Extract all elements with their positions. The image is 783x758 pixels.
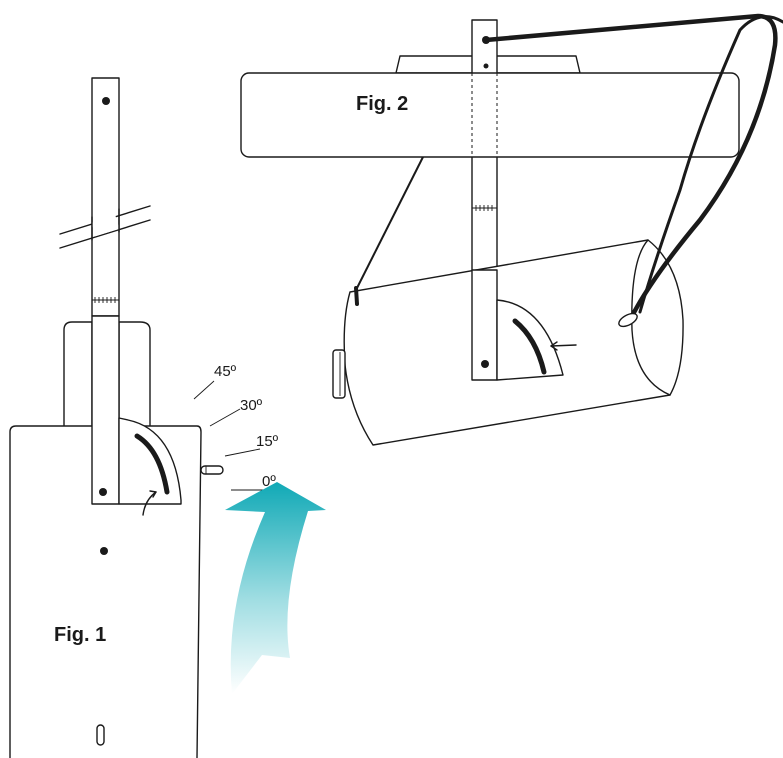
fig2-side-knob — [332, 349, 346, 399]
fig2-label: Fig. 2 — [356, 93, 408, 115]
fig2-safety-wire — [355, 156, 424, 291]
tilt-direction-arrow — [225, 482, 326, 694]
fig2-power-cable — [483, 13, 778, 323]
fig1-rod-top-hole — [102, 97, 110, 105]
fig1-tilt-slot — [134, 433, 170, 495]
angle-label-30: 30º — [240, 397, 263, 414]
angle-label-15: 15º — [256, 433, 279, 450]
fig2-cable-gland — [618, 312, 638, 328]
fig1-side-knob — [200, 465, 224, 475]
fig1-cable — [59, 205, 151, 249]
angle-tick-45 — [193, 380, 215, 400]
angle-tick-15 — [224, 448, 261, 457]
fig2-safety-wire-end — [354, 286, 359, 306]
fig1-pointer — [142, 491, 157, 516]
fig2-spot-front-rim — [631, 239, 671, 396]
fig2-power-cable-back — [638, 15, 783, 314]
angle-label-45: 45º — [214, 363, 237, 380]
fig1-rod-upper — [91, 77, 120, 317]
fig2-rod-scale-ticks — [472, 205, 497, 211]
fig2-pointer — [550, 344, 577, 347]
angle-tick-30 — [209, 408, 241, 427]
fig2-label-plate — [240, 72, 740, 158]
angle-scale: 45º 30º 15º 0º — [193, 363, 286, 491]
fig1-rod-scale-ticks — [92, 297, 119, 303]
fig2-rod-mid-hole — [483, 63, 489, 69]
fig1-body-hole — [100, 547, 108, 555]
fig2-tilt-slot — [512, 318, 547, 375]
fig1-body-slot — [96, 724, 105, 746]
fig2-rod-bottom-hole — [481, 360, 489, 368]
fig1-rod-lower — [91, 315, 120, 505]
fig2-assembly: Fig. 2 — [240, 13, 783, 446]
fig1-rod-bottom-hole — [99, 488, 107, 496]
fig1-label: Fig. 1 — [54, 624, 106, 646]
fig1-assembly — [9, 77, 224, 758]
